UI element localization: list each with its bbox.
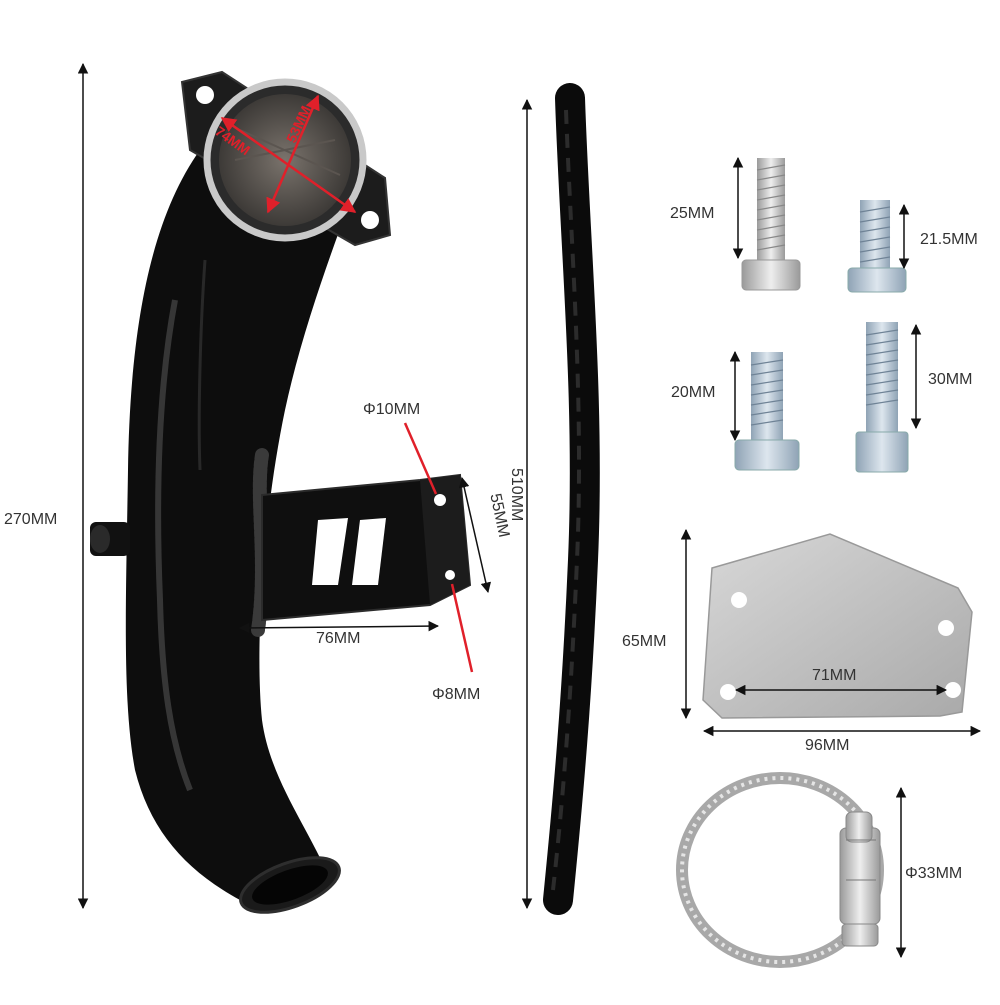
bracket-width-dimension-line: [238, 620, 440, 634]
clamp-diameter-label: Φ33MM: [905, 865, 963, 882]
bolt-25mm-label: 25MM: [670, 205, 715, 222]
bracket-hole-top-label: Φ10MM: [363, 401, 421, 418]
bracket-hole-bottom-pointer: [450, 583, 474, 673]
bolt-25mm: [732, 156, 801, 291]
hose-length-label: 510MM: [508, 468, 525, 522]
pipe-flange: [180, 70, 392, 247]
hose-clamp: [676, 772, 884, 968]
bolt-20mm-label: 20MM: [671, 384, 716, 401]
pipe-length-label: 270MM: [4, 511, 58, 528]
plate-width-label: 96MM: [805, 737, 850, 754]
bracket-hole-bottom-label: Φ8MM: [432, 686, 481, 703]
bracket-width-label: 76MM: [316, 630, 361, 647]
plate-hole-spacing-label: 71MM: [812, 667, 857, 684]
plate-height-label: 65MM: [622, 633, 667, 650]
bolt-30mm: [855, 322, 922, 473]
mounting-bracket: [238, 422, 492, 673]
bolt-20mm: [729, 350, 800, 471]
flange-height-arrow: [266, 94, 320, 214]
bolt-21-5mm-label: 21.5MM: [920, 231, 978, 248]
bracket-height-dimension-line: [458, 476, 492, 594]
rubber-hose: [543, 83, 600, 915]
egr-pipe: [90, 150, 345, 914]
block-off-plate: [702, 533, 973, 719]
bracket-hole-top-pointer: [403, 422, 438, 495]
bolt-21-5mm: [847, 200, 910, 293]
bolt-30mm-label: 30MM: [928, 371, 973, 388]
